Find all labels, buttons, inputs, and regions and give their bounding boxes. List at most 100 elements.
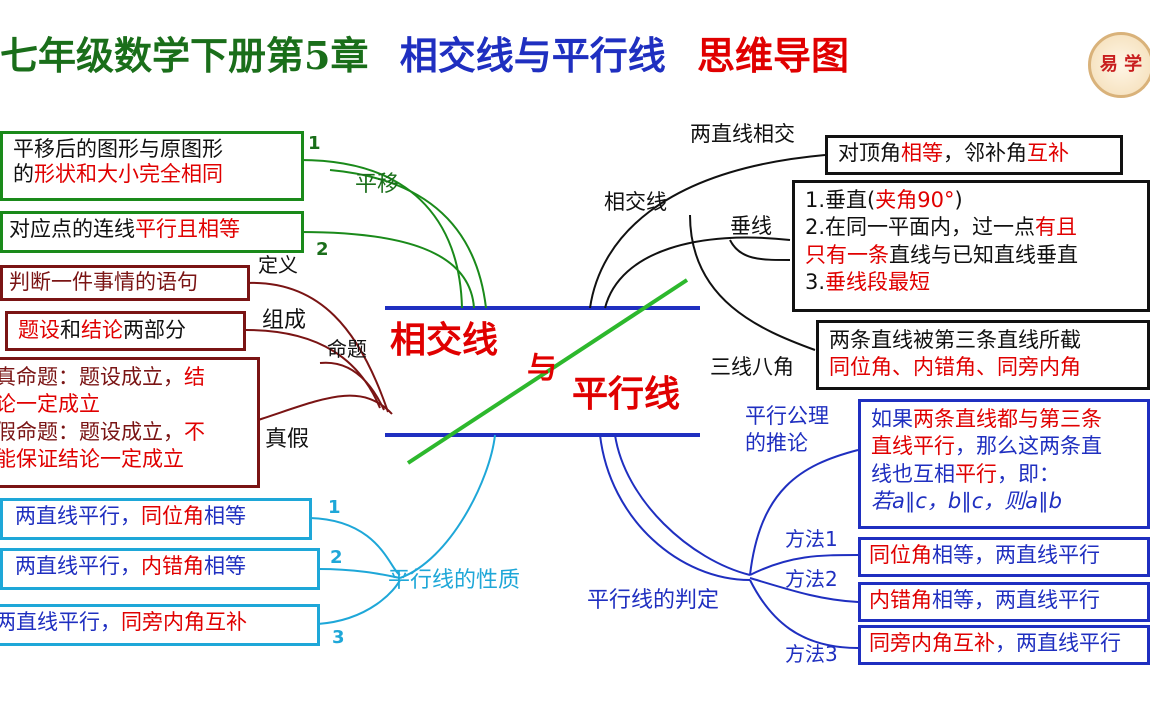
property-num-2: 2 bbox=[330, 547, 343, 568]
perpendicular-box: 1.垂直(夹角90°) 2.在同一平面内，过一点有且 只有一条直线与已知直线垂直… bbox=[792, 180, 1150, 312]
perp-l1a: 1.垂直( bbox=[805, 188, 876, 212]
equal-text: 相等 bbox=[901, 141, 943, 165]
title-mindmap: 思维导图 bbox=[696, 33, 849, 78]
vertical-angle-text: 对顶角 bbox=[838, 141, 901, 165]
perp-l4a: 3. bbox=[805, 269, 826, 294]
property-2-b: 内错角 bbox=[141, 554, 204, 578]
page-title: 七年级数学下册第5章 相交线与平行线 思维导图 bbox=[0, 34, 849, 78]
branch-intersect-2 bbox=[604, 236, 791, 309]
branch-properties-3 bbox=[317, 579, 401, 625]
translation-box-2-a: 对应点的连线 bbox=[9, 217, 135, 241]
property-3-a: 两直线平行， bbox=[0, 610, 121, 634]
translation-box-1-line2a: 的 bbox=[13, 162, 34, 187]
properties-label: 平行线的性质 bbox=[388, 568, 521, 593]
parallel-axiom-box: 如果两条直线都与第三条 直线平行，那么这两条直 线也互相平行，即： 若a∥c，b… bbox=[858, 399, 1150, 529]
center-connector: 与 bbox=[527, 351, 557, 386]
translation-num-1: 1 bbox=[308, 133, 321, 154]
branch-translation-1 bbox=[299, 159, 463, 309]
proposition-comp-label: 组成 bbox=[262, 308, 307, 333]
proposition-comp-box: 题设和结论两部分 bbox=[5, 311, 246, 351]
axiom-l1a: 如果 bbox=[871, 407, 913, 431]
branch-intersect-1 bbox=[589, 154, 826, 309]
proposition-def-box: 判断一件事情的语句 bbox=[0, 265, 250, 301]
criteria-box-3: 同旁内角互补，两直线平行 bbox=[858, 625, 1150, 665]
property-1-c: 相等 bbox=[204, 504, 246, 528]
property-2-c: 相等 bbox=[204, 554, 246, 578]
two-lines-intersect-label: 两直线相交 bbox=[690, 122, 795, 146]
translation-box-2-b: 平行且相等 bbox=[135, 217, 240, 241]
perp-l1c: ) bbox=[954, 188, 963, 212]
comp-b: 和 bbox=[60, 318, 81, 342]
criteria-method-2-label: 方法2 bbox=[785, 567, 838, 591]
property-1-a: 两直线平行， bbox=[15, 504, 141, 528]
false-line1b: 不 bbox=[184, 419, 205, 444]
criteria-method-1-label: 方法1 bbox=[785, 527, 838, 551]
three-lines-label: 三线八角 bbox=[710, 355, 794, 379]
supplementary-text: 互补 bbox=[1027, 141, 1069, 165]
property-2-a: 两直线平行， bbox=[15, 554, 141, 578]
criteria-2-b: 相等，两直线平行 bbox=[932, 588, 1100, 612]
title-chapter: 七年级数学下册第5章 bbox=[0, 33, 369, 78]
property-num-3: 3 bbox=[332, 627, 345, 648]
branch-criteria-m2 bbox=[749, 577, 859, 603]
criteria-box-1: 同位角相等，两直线平行 bbox=[858, 537, 1150, 577]
axiom-l3b: 平行 bbox=[955, 461, 997, 486]
branch-translation-3 bbox=[329, 169, 487, 309]
perpendicular-label: 垂线 bbox=[730, 214, 772, 238]
translation-box-1: 平移后的图形与原图形 的形状和大小完全相同 bbox=[0, 131, 304, 201]
false-line2: 能保证结论一定成立 bbox=[0, 446, 184, 471]
branch-criteria-1 bbox=[599, 434, 751, 581]
property-3-b: 同旁内角互补 bbox=[121, 610, 247, 634]
comp-a: 题设 bbox=[18, 318, 60, 342]
axiom-l1b: 两条直线都与第三条 bbox=[913, 407, 1102, 431]
comp-d: 两部分 bbox=[123, 318, 186, 342]
branch-criteria-axiom bbox=[749, 449, 859, 576]
branch-criteria-m3 bbox=[749, 579, 859, 649]
perp-l2a: 2.在同一平面内，过一点 bbox=[805, 215, 1036, 240]
criteria-3-b: ，两直线平行 bbox=[995, 631, 1121, 655]
center-transversal-line bbox=[406, 278, 689, 465]
branch-proposition-2 bbox=[245, 329, 381, 409]
axiom-l2b: ，那么这两条直 bbox=[955, 434, 1102, 459]
proposition-truefalse-box: 真命题：题设成立，结 论一定成立 假命题：题设成立，不 能保证结论一定成立 bbox=[0, 357, 260, 488]
property-box-3: 两直线平行，同旁内角互补 bbox=[0, 604, 320, 646]
branch-properties-2 bbox=[317, 568, 401, 579]
two-lines-box: 对顶角相等，邻补角互补 bbox=[825, 135, 1123, 175]
center-label-intersecting: 相交线 bbox=[390, 319, 499, 361]
logo-text: 易 学 bbox=[1099, 54, 1143, 75]
perp-l3b: 直线与已知直线垂直 bbox=[889, 242, 1078, 267]
proposition-tf-label: 真假 bbox=[265, 427, 310, 452]
criteria-box-2: 内错角相等，两直线平行 bbox=[858, 582, 1150, 622]
translation-box-1-line1: 平移后的图形与原图形 bbox=[13, 137, 223, 161]
intersecting-label: 相交线 bbox=[604, 190, 667, 214]
axiom-l3c: ，即： bbox=[997, 461, 1060, 486]
property-1-b: 同位角 bbox=[141, 504, 204, 528]
perp-l1b: 夹角90° bbox=[875, 188, 955, 212]
criteria-2-a: 内错角 bbox=[869, 588, 932, 612]
criteria-3-a: 同旁内角互补 bbox=[869, 631, 995, 655]
branch-criteria-m1 bbox=[749, 554, 859, 576]
branch-properties-1 bbox=[309, 517, 401, 576]
adjacent-angle-text: ，邻补角 bbox=[943, 141, 1027, 165]
branch-properties-main bbox=[399, 434, 496, 579]
axiom-l3a: 线也互相 bbox=[871, 461, 955, 486]
parallel-axiom-label-2: 的推论 bbox=[745, 431, 808, 456]
property-num-1: 1 bbox=[328, 497, 341, 518]
proposition-label: 命题 bbox=[327, 337, 367, 361]
false-line1a: 假命题：题设成立， bbox=[0, 419, 184, 444]
property-box-2: 两直线平行，内错角相等 bbox=[0, 548, 320, 590]
axiom-l2a: 直线平行 bbox=[871, 434, 955, 459]
branch-proposition-4 bbox=[319, 361, 385, 411]
axiom-l4: 若a∥c，b∥c，则a∥b bbox=[871, 488, 1062, 513]
translation-box-1-line2b: 形状和大小完全相同 bbox=[34, 162, 223, 187]
three-lines-l2: 同位角、内错角、同旁内角 bbox=[829, 355, 1081, 380]
seal-logo-icon: 易 学 bbox=[1088, 32, 1150, 98]
criteria-1-b: 相等，两直线平行 bbox=[932, 543, 1100, 567]
perp-l4b: 垂线段最短 bbox=[825, 269, 931, 294]
translation-num-2: 2 bbox=[316, 239, 329, 260]
translation-label: 平移 bbox=[355, 172, 400, 197]
proposition-def-text: 判断一件事情的语句 bbox=[9, 270, 198, 294]
true-line2: 论一定成立 bbox=[0, 392, 100, 417]
proposition-def-label: 定义 bbox=[258, 253, 298, 277]
perp-l3a: 只有一条 bbox=[805, 242, 889, 267]
